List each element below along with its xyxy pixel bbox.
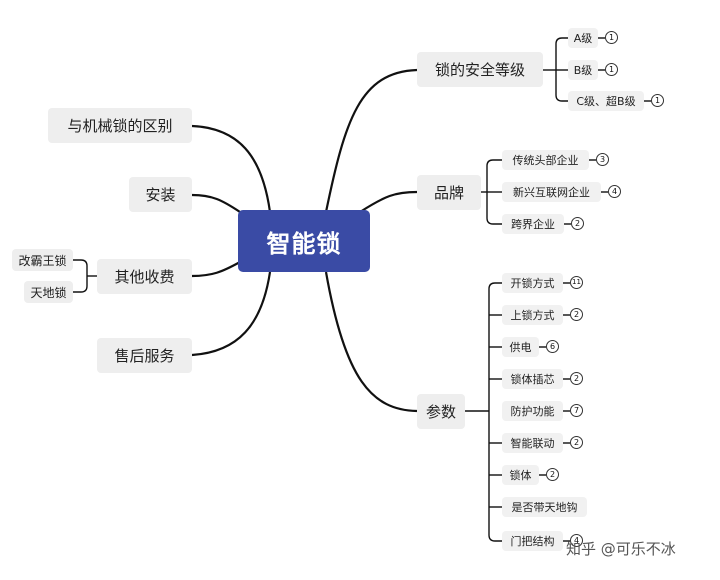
security-item-b-count: 1 [605, 63, 618, 76]
param-unlock-method[interactable]: 开锁方式 [502, 273, 563, 293]
node-security[interactable]: 锁的安全等级 [417, 52, 543, 87]
root-node[interactable]: 智能锁 [238, 210, 370, 272]
link-aftersales [191, 271, 272, 357]
param-handle-structure-count: 4 [570, 534, 583, 547]
link-difference [191, 124, 272, 213]
param-lock-body-count: 2 [546, 468, 559, 481]
brand-item-internet-count: 4 [608, 185, 621, 198]
param-unlock-method-count: 11 [570, 276, 583, 289]
node-params[interactable]: 参数 [417, 394, 465, 429]
param-smart-linkage-count: 2 [570, 436, 583, 449]
param-lock-method[interactable]: 上锁方式 [502, 305, 563, 325]
security-item-a[interactable]: A级 [568, 28, 598, 48]
link-install [191, 193, 241, 213]
link-params [324, 271, 418, 413]
security-item-c-count: 1 [651, 94, 664, 107]
node-brand[interactable]: 品牌 [417, 175, 481, 210]
watermark-text: 知乎 @可乐不冰 [566, 540, 676, 558]
param-smart-linkage[interactable]: 智能联动 [502, 433, 563, 453]
node-difference[interactable]: 与机械锁的区别 [48, 108, 192, 143]
brand-item-crossover[interactable]: 跨界企业 [502, 214, 564, 234]
brand-item-crossover-count: 2 [571, 217, 584, 230]
node-install[interactable]: 安装 [129, 177, 192, 212]
param-power-count: 6 [546, 340, 559, 353]
param-lock-core[interactable]: 锁体插芯 [502, 369, 563, 389]
node-aftersales[interactable]: 售后服务 [97, 338, 192, 373]
param-handle-structure[interactable]: 门把结构 [502, 531, 563, 551]
param-lock-body[interactable]: 锁体 [502, 465, 539, 485]
node-fees-child-2[interactable]: 天地锁 [24, 281, 73, 303]
link-fees [191, 261, 241, 278]
security-item-b[interactable]: B级 [568, 60, 598, 80]
link-brand [359, 190, 418, 213]
link-security [324, 68, 418, 213]
node-fees[interactable]: 其他收费 [97, 259, 192, 294]
brand-item-traditional[interactable]: 传统头部企业 [502, 150, 589, 170]
brand-item-internet[interactable]: 新兴互联网企业 [502, 182, 601, 202]
param-protection-count: 7 [570, 404, 583, 417]
param-power[interactable]: 供电 [502, 337, 539, 357]
brand-item-traditional-count: 3 [596, 153, 609, 166]
security-item-a-count: 1 [605, 31, 618, 44]
security-item-c[interactable]: C级、超B级 [568, 91, 644, 111]
param-protection[interactable]: 防护功能 [502, 401, 563, 421]
param-top-bottom-hook[interactable]: 是否带天地钩 [502, 497, 587, 517]
param-lock-method-count: 2 [570, 308, 583, 321]
node-fees-child-1[interactable]: 改霸王锁 [12, 249, 73, 271]
param-lock-core-count: 2 [570, 372, 583, 385]
